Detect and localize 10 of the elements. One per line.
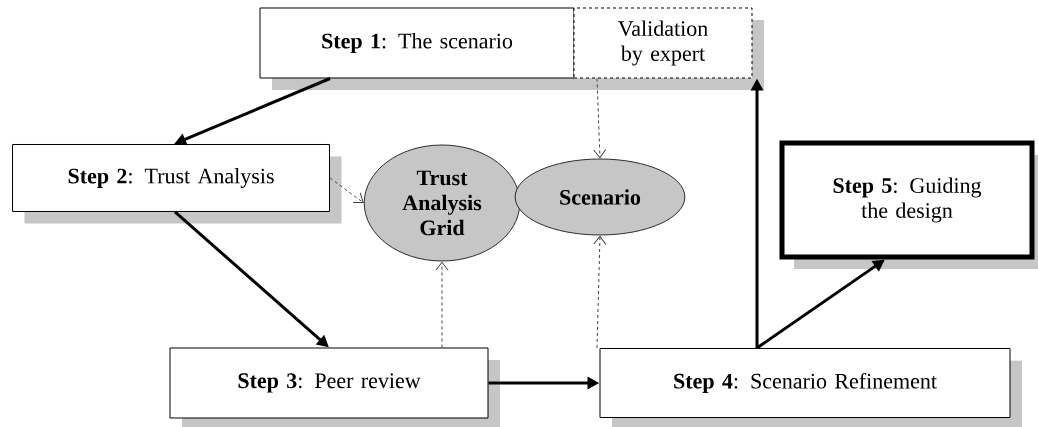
arrow bbox=[593, 78, 607, 159]
step-box: Step 1: The scenario bbox=[259, 7, 586, 90]
step-box: Step 3: Peer review bbox=[169, 347, 500, 427]
arrow bbox=[435, 261, 449, 348]
step-box: Step 2: Trust Analysis bbox=[12, 144, 342, 224]
arrow bbox=[329, 177, 364, 204]
step-box: Step 4: Scenario Refinement bbox=[599, 348, 1022, 427]
validation-box: Validation by expert bbox=[573, 7, 764, 90]
arrow bbox=[593, 235, 607, 349]
step-box: Step 5: Guiding the design bbox=[779, 140, 1038, 269]
